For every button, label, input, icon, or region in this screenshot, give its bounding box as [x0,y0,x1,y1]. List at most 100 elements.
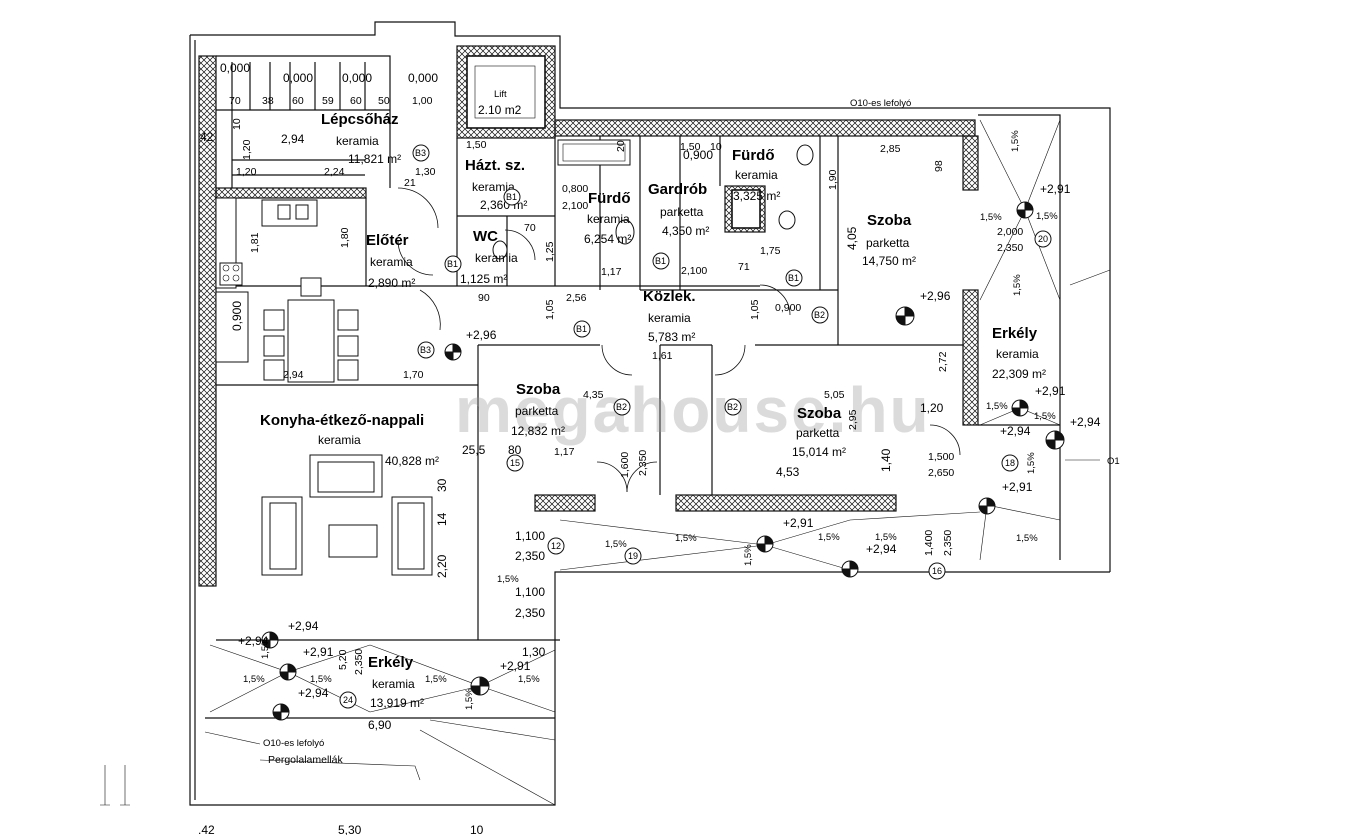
svg-text:15: 15 [510,458,520,468]
dim: 38 [262,95,274,107]
annotations: O10-es lefolyó O10-es lefolyó Pergolalam… [204,98,1120,781]
dim: 2,350 [515,549,545,563]
door-tag: B1 [503,188,521,206]
dim: 1,80 [339,227,351,248]
door-tag: B2 [613,398,631,416]
dim: 1,81 [249,232,261,253]
level-marker [895,306,915,326]
slope-label: 1,5% [243,674,265,685]
svg-text:24: 24 [343,695,353,705]
dim: 2,85 [880,143,901,155]
slope-label: 1,5% [425,674,447,685]
svg-text:16: 16 [932,566,942,576]
dim: 1,400 [923,530,935,556]
room-area-wc: 1,125 m² [460,272,507,286]
slope-label: 1,5% [518,674,540,685]
level-values: +2,96 +2,96 +2,91 +2,94 +2,94 +2,91 +2,9… [238,182,1101,700]
dim: 1,100 [515,529,545,543]
room-material-szoba-se: parketta [796,426,840,440]
level-marker [841,560,859,578]
dim: 21 [404,177,416,189]
room-area-hazt: 2,360 m² [480,198,527,212]
dim: 1,17 [601,266,622,278]
dim: 1,20 [241,139,253,160]
dim: 5,30 [338,823,362,835]
slope-label: 1,5% [743,544,754,566]
level-marker [272,703,290,721]
dim: 1,20 [920,401,944,415]
dim: 1,05 [544,299,556,320]
dim: 42 [200,130,214,144]
dim: 0,000 [283,71,313,85]
room-material-wc: keramia [475,251,518,265]
dim: 70 [229,95,241,107]
svg-text:B2: B2 [727,402,738,412]
room-name-szoba-ne: Szoba [867,212,912,229]
furniture [215,65,814,576]
dim: 0,900 [230,301,244,331]
dim: 1,50 [680,141,701,153]
dim: 1,75 [760,245,781,257]
room-area-erkely-e: 22,309 m² [992,367,1046,381]
door-tag: B2 [724,398,742,416]
lefolyo-label-bottom: O10-es lefolyó [263,738,324,749]
level-marker [1011,399,1029,417]
number-tag: 12 [547,537,565,555]
dim: 4,53 [776,465,800,479]
room-name-erkely-e: Erkély [992,325,1038,342]
dim: 0,000 [408,71,438,85]
door-tag: B1 [444,255,462,273]
number-tag: 18 [1001,454,1019,472]
number-tag: 15 [506,454,524,472]
level-marker [444,343,462,361]
room-name-erkely-s: Erkély [368,654,414,671]
dim: 59 [322,95,334,107]
level-value: +2,96 [466,328,497,342]
room-area-szoba-ne: 14,750 m² [862,254,916,268]
slope-label: 1,5% [1026,452,1037,474]
level-value: +2,91 [303,645,334,659]
slope-label: 1,5% [1016,533,1038,544]
dim: 6,90 [368,718,392,732]
door-tag: B2 [811,306,829,324]
dim: 2,350 [515,606,545,620]
room-material-lepcsohaz: keramia [336,134,379,148]
room-material-szoba-ne: parketta [866,236,910,250]
dim: 25,5 [462,443,486,457]
dim: 1,50 [466,139,487,151]
dim: 2,350 [353,649,365,675]
level-value: +2,91 [500,659,531,673]
room-area-szoba-se: 15,014 m² [792,445,846,459]
dim: 1,70 [403,369,424,381]
door-tags: B3 B1 B1 B1 B1 B3 B2 B2 B2 B1 [412,144,829,416]
room-name-furdo2: Fürdő [732,147,775,164]
dim: 80 [508,443,522,457]
slope-label: 1,5% [875,532,897,543]
level-value: +2,91 [783,516,814,530]
svg-text:19: 19 [628,551,638,561]
watermark: megahouse.hu [455,374,931,446]
level-value: +2,94 [1000,424,1031,438]
slope-label: 1,5% [818,532,840,543]
level-marker [470,676,490,696]
door-tag: B3 [412,144,430,162]
room-labels: Lépcsőház keramia 11,821 m² Lift 2.10 m2… [260,89,1046,710]
slope-labels: 1,5% 1,5% 1,5% 1,5% 1,5% 1,5% 1,5% 1,5% … [243,130,1058,710]
lefolyo-label-top: O10-es lefolyó [850,98,911,109]
dim: 4,35 [583,389,604,401]
dim: 5,20 [337,649,349,670]
room-area-szoba-mid: 12,832 m² [511,424,565,438]
dim: 1,40 [879,448,893,472]
dim: 10 [231,118,243,130]
number-tag: 16 [928,562,946,580]
number-tag: 24 [339,691,357,709]
slope-label: 1,5% [605,539,627,550]
room-area-furdo2: 3,325 m² [733,189,780,203]
level-value: +2,96 [920,289,951,303]
dim: 2,350 [997,242,1023,254]
room-name-szoba-mid: Szoba [516,381,561,398]
svg-text:B2: B2 [814,310,825,320]
dim: 2,000 [997,226,1023,238]
slope-label: 1,5% [310,674,332,685]
